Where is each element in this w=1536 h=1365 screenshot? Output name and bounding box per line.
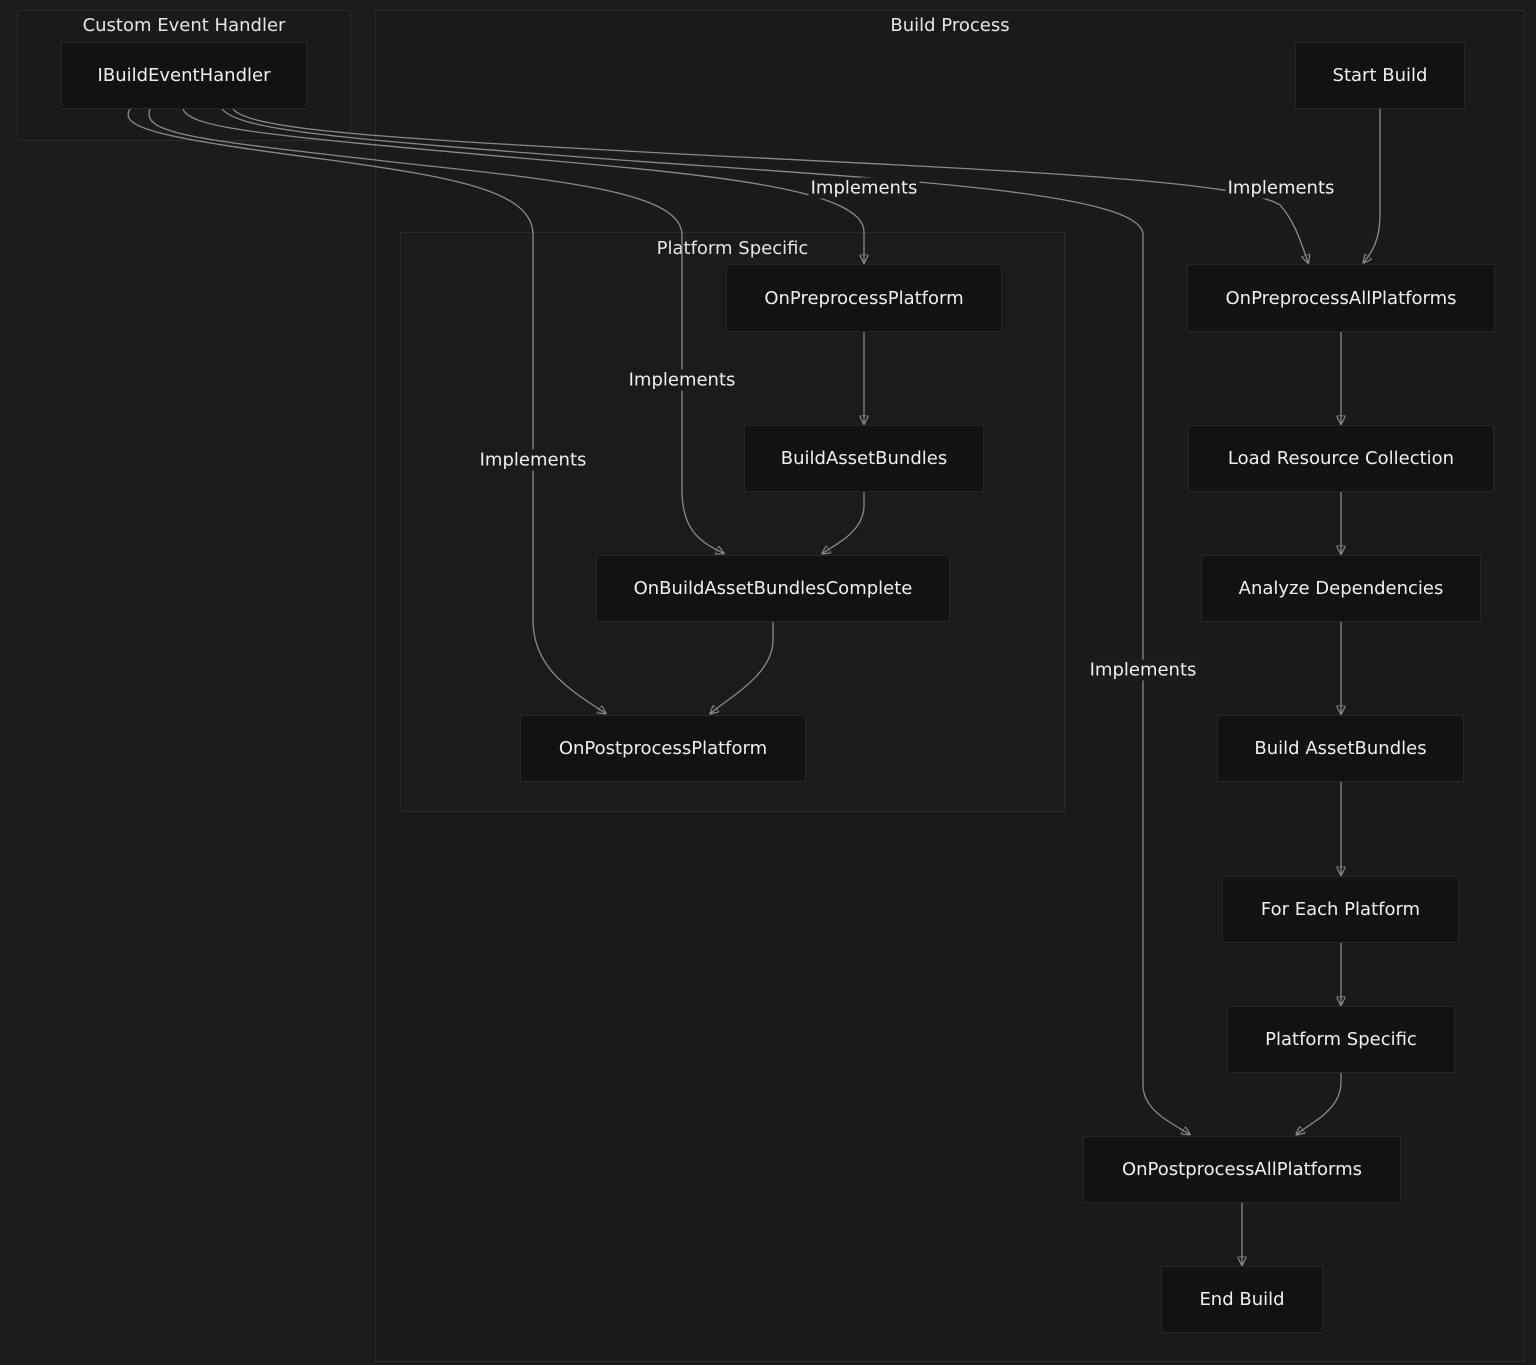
- node-build-asset-bundles-inner[interactable]: BuildAssetBundles: [744, 425, 984, 492]
- edge-label-implements-postprocess-all: Implements: [1087, 659, 1199, 681]
- edge-label-implements-postprocess-platform: Implements: [477, 449, 589, 471]
- node-end-build[interactable]: End Build: [1161, 1266, 1323, 1333]
- cluster-title-platform-specific: Platform Specific: [656, 238, 809, 259]
- node-analyze-dependencies-label: Analyze Dependencies: [1238, 578, 1444, 599]
- edge-label-implements-preprocess-platform: Implements: [808, 177, 920, 199]
- node-start-build[interactable]: Start Build: [1295, 42, 1465, 109]
- node-on-preprocess-platform-label: OnPreprocessPlatform: [764, 287, 964, 309]
- edge-label-implements-build-complete: Implements: [626, 369, 738, 391]
- node-on-build-asset-bundles-complete[interactable]: OnBuildAssetBundlesComplete: [596, 555, 950, 622]
- node-platform-specific[interactable]: Platform Specific: [1227, 1006, 1455, 1073]
- node-build-asset-bundles-inner-label: BuildAssetBundles: [780, 448, 948, 469]
- node-ibuild-event-handler[interactable]: IBuildEventHandler: [61, 42, 307, 109]
- node-build-assetbundles-label: Build AssetBundles: [1254, 738, 1427, 759]
- node-on-postprocess-platform-label: OnPostprocessPlatform: [558, 738, 768, 759]
- node-ibuild-event-handler-label: IBuildEventHandler: [97, 65, 271, 86]
- node-on-preprocess-all-platforms[interactable]: OnPreprocessAllPlatforms: [1187, 264, 1495, 332]
- node-on-preprocess-platform[interactable]: OnPreprocessPlatform: [726, 264, 1002, 332]
- node-for-each-platform-label: For Each Platform: [1260, 899, 1421, 920]
- node-load-resource-collection-label: Load Resource Collection: [1227, 448, 1455, 469]
- node-on-preprocess-all-platforms-label: OnPreprocessAllPlatforms: [1225, 287, 1457, 309]
- node-build-assetbundles[interactable]: Build AssetBundles: [1217, 715, 1464, 782]
- cluster-title-build-process: Build Process: [890, 15, 1010, 36]
- node-on-postprocess-all-platforms-label: OnPostprocessAllPlatforms: [1121, 1159, 1362, 1180]
- node-end-build-label: End Build: [1199, 1289, 1285, 1310]
- node-for-each-platform[interactable]: For Each Platform: [1222, 876, 1459, 943]
- node-platform-specific-label: Platform Specific: [1265, 1029, 1417, 1050]
- node-analyze-dependencies[interactable]: Analyze Dependencies: [1201, 555, 1481, 622]
- node-load-resource-collection[interactable]: Load Resource Collection: [1188, 425, 1494, 492]
- node-on-build-asset-bundles-complete-label: OnBuildAssetBundlesComplete: [633, 578, 913, 599]
- node-on-postprocess-all-platforms[interactable]: OnPostprocessAllPlatforms: [1083, 1136, 1401, 1203]
- node-on-postprocess-platform[interactable]: OnPostprocessPlatform: [520, 715, 806, 782]
- node-start-build-label: Start Build: [1332, 65, 1428, 86]
- edge-label-implements-preprocess-all: Implements: [1225, 177, 1337, 199]
- cluster-title-custom-event-handler: Custom Event Handler: [82, 15, 286, 36]
